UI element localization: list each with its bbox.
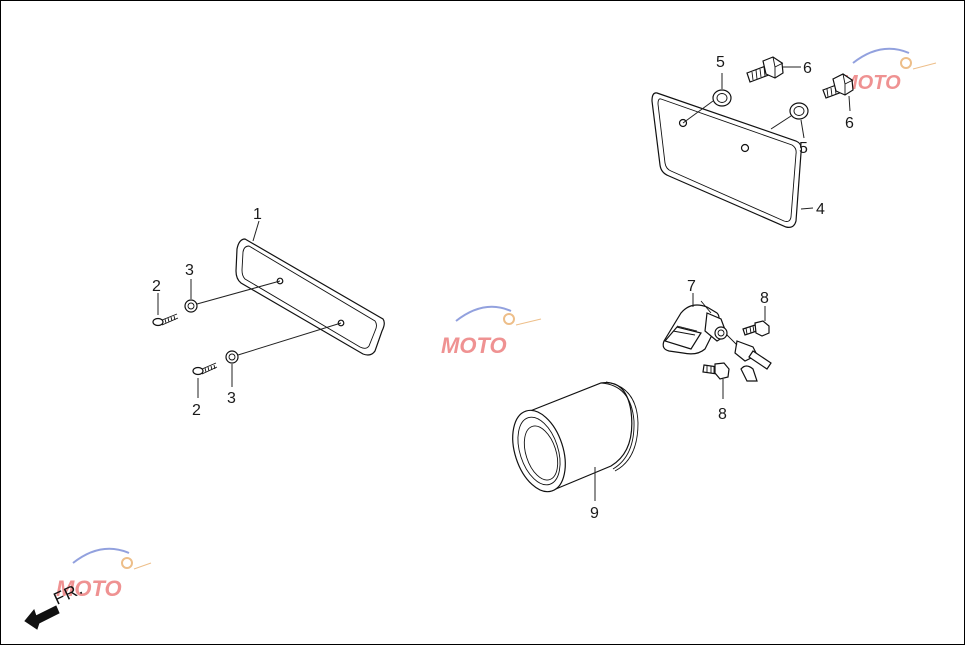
arrow-left-icon — [24, 605, 60, 630]
part-6-bolt-right — [822, 73, 854, 99]
callout-4: 4 — [816, 201, 825, 218]
callout-6-lower: 6 — [845, 115, 854, 132]
part-2-screw-upper — [152, 313, 179, 327]
callout-3-upper: 3 — [185, 262, 194, 279]
mounting-hole-icon — [740, 143, 750, 153]
part-8-bolt-lower — [702, 362, 730, 380]
part-4-license-plate — [651, 92, 803, 228]
part-2-screw-lower — [192, 362, 218, 376]
callout-8-lower: 8 — [718, 406, 727, 423]
part-6-bolt-left — [746, 56, 784, 83]
part-5-washer-left — [712, 89, 732, 107]
part-1-reflector-plate — [235, 238, 385, 356]
callout-1: 1 — [253, 206, 262, 223]
callout-9: 9 — [590, 505, 599, 522]
callout-7: 7 — [687, 278, 696, 295]
callout-5-upper: 5 — [716, 54, 725, 71]
part-5-washer-right — [789, 102, 809, 120]
watermark-logo-top-right: MOTO — [841, 47, 937, 94]
callout-6-upper: 6 — [803, 60, 812, 77]
callout-8-upper: 8 — [760, 290, 769, 307]
callout-2-upper: 2 — [152, 278, 161, 295]
watermark-text-center: MOTO — [441, 333, 507, 358]
part-7-license-light — [662, 300, 772, 382]
watermark-text-bottom: MOTO — [56, 576, 122, 601]
part-9-cylinder — [512, 381, 639, 493]
watermark-logo-bottom-left: MOTO — [56, 547, 152, 601]
part-3-washer-lower — [225, 350, 239, 364]
watermark-logo-center: MOTO — [441, 305, 542, 358]
watermark-text: MOTO — [841, 72, 901, 94]
callout-5-lower: 5 — [799, 140, 808, 157]
part-3-washer-upper — [184, 299, 198, 313]
part-8-bolt-upper — [742, 320, 770, 337]
callout-2-lower: 2 — [192, 402, 201, 419]
callout-3-lower: 3 — [227, 390, 236, 407]
